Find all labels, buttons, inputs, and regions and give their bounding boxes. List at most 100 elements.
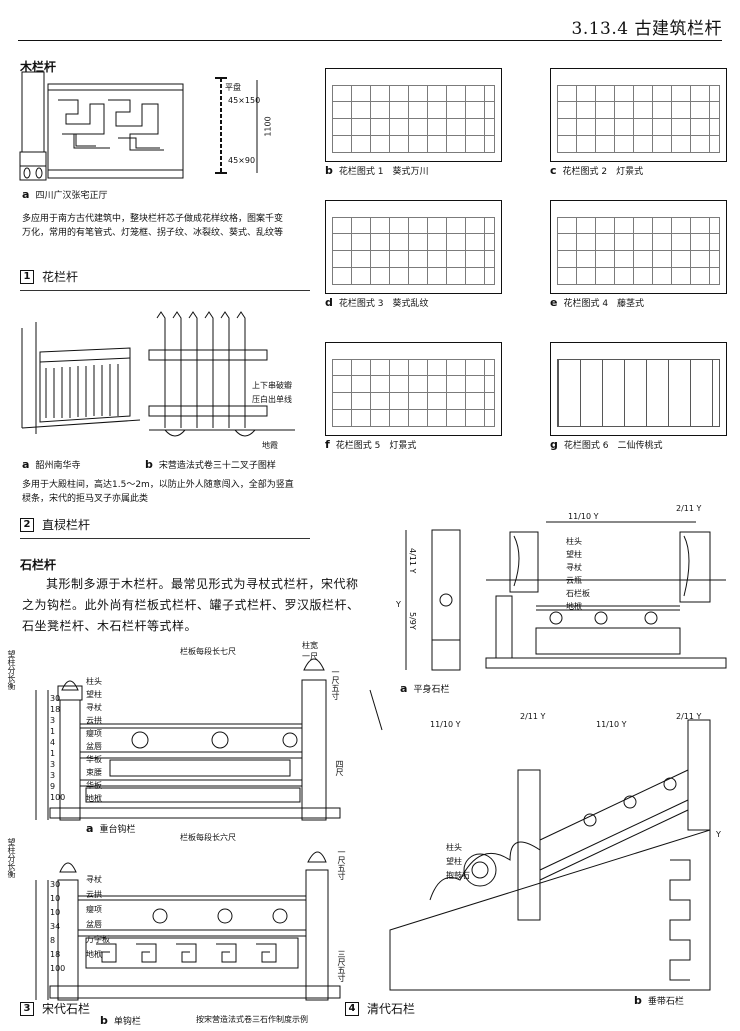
part-label: 柱头 xyxy=(86,677,102,686)
dim-label: 11/10 Y xyxy=(430,720,461,729)
vertical-description: 多用于大殿柱间，高达1.5～2m，以防止外人随意闯入，全部为竖直棂条，宋代的拒马… xyxy=(22,480,294,504)
caption-letter: a xyxy=(400,682,408,695)
part-dimension: 100 xyxy=(50,964,66,973)
part-label: 万字板 xyxy=(86,935,110,944)
part-dimension: 30 xyxy=(50,880,61,889)
dim-label: 栏板每段长七尺 xyxy=(180,647,236,656)
caption-letter: a xyxy=(22,458,30,471)
page-title: 3.13.4 古建筑栏杆 xyxy=(571,19,722,39)
dim-label: 四尺 xyxy=(335,760,344,776)
part-dimension: 1 xyxy=(50,749,56,758)
pattern-caption: b 花栏图式 1 葵式万川 xyxy=(325,164,428,177)
caption-text: 花栏图式 2 灯景式 xyxy=(562,167,644,177)
section-4-label: 4 清代石栏 xyxy=(345,1000,415,1017)
pattern-panel xyxy=(325,200,502,294)
caption-letter: b xyxy=(100,1014,108,1027)
caption-vertical-a: a 韶州南华寺 xyxy=(22,458,80,471)
dim-label: 45×90 xyxy=(228,156,256,165)
stone-description: 其形制多源于木栏杆。最常见形式为寻杖式栏杆，宋代称之为钩栏。此外尚有栏板式栏杆、… xyxy=(22,577,360,633)
caption-letter: b xyxy=(325,164,333,177)
part-dimension: 18 xyxy=(50,950,61,959)
wood-section-drawing xyxy=(215,77,258,174)
part-label: 寻杖 xyxy=(86,703,102,712)
caption-text: 韶州南华寺 xyxy=(35,461,81,471)
song-railing-a xyxy=(35,658,341,821)
annotation: 地霞 xyxy=(262,441,278,450)
part-label: 望柱 xyxy=(86,690,102,699)
vertical-railing-a xyxy=(21,322,141,434)
caption-letter: f xyxy=(325,438,330,451)
part-label: 华板 xyxy=(86,781,102,790)
part-dimension: 9 xyxy=(50,782,56,791)
caption-letter: g xyxy=(550,438,558,451)
pattern-lattice xyxy=(332,359,495,427)
section-title: 宋代石栏 xyxy=(42,1002,91,1016)
section-number: 1 xyxy=(20,269,34,284)
part-label: 盆唇 xyxy=(86,742,102,751)
pattern-lattice xyxy=(332,217,495,285)
pattern-caption: c 花栏图式 2 灯景式 xyxy=(550,164,643,177)
part-label: 束腰 xyxy=(86,768,102,777)
part-label: 柱头 xyxy=(446,843,462,852)
dim-label: 2/11 Y xyxy=(676,712,702,721)
pattern-panel xyxy=(550,200,727,294)
annotation: 上下串破瓣 xyxy=(252,381,292,390)
dim-label: 栏板每段长六尺 xyxy=(180,833,236,842)
dim-label: 一尺五寸 xyxy=(337,848,346,880)
caption-text: 花栏图式 1 葵式万川 xyxy=(338,167,429,177)
song-note: 按宋营造法式卷三石作制度示例 xyxy=(196,1015,308,1024)
part-label: 华板 xyxy=(86,755,102,764)
part-dimension: 8 xyxy=(50,936,56,945)
part-label: 地栿 xyxy=(86,794,102,803)
pattern-lattice xyxy=(557,85,720,153)
caption-text: 四川广汉张宅正厅 xyxy=(35,191,108,201)
annotation: 压白出单线 xyxy=(252,395,292,404)
part-dimension: 18 xyxy=(50,705,61,714)
part-dimension: 3 xyxy=(50,716,56,725)
section-title: 花栏杆 xyxy=(42,270,79,284)
part-label: 地栿 xyxy=(566,602,582,611)
part-dimension: 3 xyxy=(50,760,56,769)
pattern-lattice xyxy=(332,85,495,153)
dim-label: 望柱分长衡 xyxy=(7,838,16,878)
divider xyxy=(20,290,310,291)
caption-text: 花栏图式 3 葵式乱纹 xyxy=(338,299,429,309)
dim-label: 三尺五寸 xyxy=(337,950,346,982)
pattern-panel xyxy=(325,68,502,162)
part-label: 望柱 xyxy=(446,857,462,866)
part-label: 望柱 xyxy=(566,550,582,559)
wood-description: 多应用于南方古代建筑中，整块栏杆芯子做成花样纹格，图案千变万化，常用的有笔管式、… xyxy=(22,214,284,238)
qing-railing-b xyxy=(369,689,711,991)
part-dimension: 3 xyxy=(50,771,56,780)
part-dimension: 4 xyxy=(50,738,56,747)
part-dimension: 10 xyxy=(50,894,61,903)
dim-label: 望柱分长衡 xyxy=(7,650,16,690)
part-label: 寻杖 xyxy=(566,563,582,572)
stone-heading: 石栏杆 xyxy=(20,558,57,572)
dim-label: 11/10 Y xyxy=(568,512,599,521)
qing-railing-a xyxy=(405,521,727,671)
caption-letter: c xyxy=(550,164,557,177)
part-label: 瘿项 xyxy=(86,729,102,738)
section-title: 清代石栏 xyxy=(367,1002,416,1016)
section-2-label: 2 直棂栏杆 xyxy=(20,516,90,533)
section-number: 2 xyxy=(20,517,34,532)
part-dimension: 100 xyxy=(50,793,66,802)
part-label: 盆唇 xyxy=(86,920,102,929)
pattern-lattice xyxy=(557,217,720,285)
caption-letter: b xyxy=(634,994,642,1007)
pattern-panel xyxy=(325,342,502,436)
song-railing-b xyxy=(35,851,341,1001)
caption-text: 花栏图式 6 二仙传桃式 xyxy=(563,441,663,451)
caption-text: 宋营造法式卷三十二叉子图样 xyxy=(158,461,276,471)
caption-text: 重台钩栏 xyxy=(99,825,136,835)
header-rule xyxy=(18,40,722,41)
dim-label: Y xyxy=(396,600,401,609)
part-label: 云拱 xyxy=(86,890,102,899)
